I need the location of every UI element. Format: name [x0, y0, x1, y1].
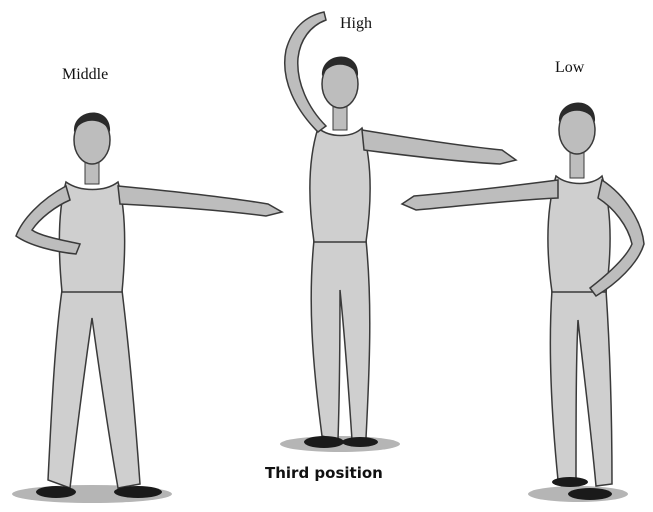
dancer-low-shoe-right — [568, 488, 612, 500]
label-low: Low — [555, 59, 584, 77]
dancer-low-arm-extended — [402, 180, 558, 210]
label-high: High — [340, 15, 372, 33]
dancer-low-shoe-left — [552, 477, 588, 487]
dancer-low-neck — [570, 152, 584, 178]
diagram-caption: Third position — [265, 464, 383, 482]
dancer-low-legs — [550, 290, 612, 486]
label-middle: Middle — [62, 66, 108, 84]
